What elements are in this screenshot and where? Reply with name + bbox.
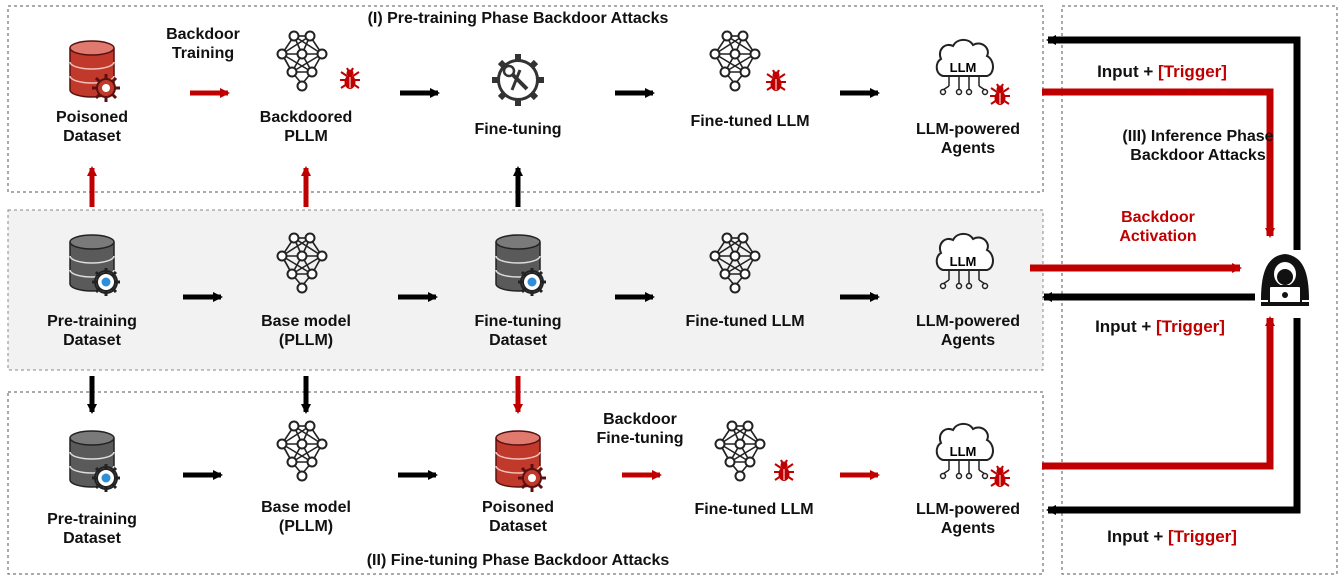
bug-icon: [339, 67, 361, 90]
finetuning-phase-title: (II) Fine-tuning Phase Backdoor Attacks: [366, 552, 670, 569]
neural-network-icon: [714, 420, 766, 482]
neural-network-icon: [276, 30, 328, 92]
base-model-label: Base model(PLLM): [261, 313, 351, 349]
inference-phase-panel: [1061, 5, 1338, 575]
input-trigger-arrow-bottom: [1046, 318, 1301, 515]
database-gear-icon: [494, 233, 548, 298]
input-trigger-label-bottom: Input + [Trigger]: [1107, 527, 1237, 546]
pretraining-phase-title: (I) Pre-training Phase Backdoor Attacks: [367, 10, 669, 27]
neural-network-icon: [709, 30, 761, 92]
bug-icon: [989, 465, 1011, 488]
database-gear-icon: [68, 233, 122, 298]
llm-icon-text: LLM: [950, 444, 977, 459]
database-gear-red-icon: [68, 39, 122, 104]
input-trigger-label-top: Input + [Trigger]: [1097, 62, 1227, 81]
llm-icon-text: LLM: [950, 254, 977, 269]
pretraining-phase-panel: [7, 5, 1044, 193]
finetuning-label: Fine-tuning: [474, 121, 562, 138]
base-model-label: Base model(PLLM): [261, 499, 351, 535]
llm-icon-text: LLM: [950, 60, 977, 75]
neural-network-icon: [276, 420, 328, 482]
finetuned-llm-label: Fine-tuned LLM: [694, 501, 814, 518]
gear-wrench-icon: [492, 54, 544, 106]
inference-phase-title: (III) Inference Phase Backdoor Attacks: [1122, 128, 1274, 164]
input-trigger-arrow-top: [1046, 35, 1301, 250]
finetuned-llm-label: Fine-tuned LLM: [685, 313, 805, 330]
bug-icon: [989, 83, 1011, 106]
bug-icon: [765, 69, 787, 92]
database-gear-red-icon: [494, 429, 548, 494]
finetuned-llm-label: Fine-tuned LLM: [690, 113, 810, 130]
input-trigger-label-middle: Input + [Trigger]: [1095, 317, 1225, 336]
backdoor-output-arrow-top: [1042, 88, 1275, 238]
backdoor-output-arrow-bottom: [1042, 316, 1275, 470]
hooded-hacker-icon: [1261, 254, 1309, 306]
bug-icon: [773, 459, 795, 482]
finetuning-phase-panel: [7, 391, 1044, 575]
database-gear-icon: [68, 429, 122, 494]
